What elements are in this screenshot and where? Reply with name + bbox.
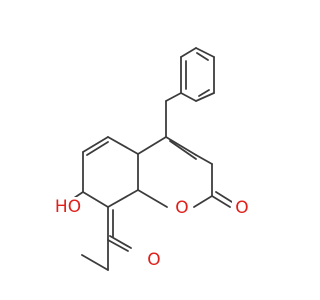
bond xyxy=(193,195,213,208)
bonds xyxy=(73,47,233,271)
acetyl-oxygen-label: O xyxy=(147,250,160,270)
bond xyxy=(107,189,139,208)
bond xyxy=(137,189,168,208)
bond xyxy=(82,191,109,208)
bond xyxy=(82,136,109,153)
atom-labels: HO O O O xyxy=(55,197,252,270)
hydroxyl-label: HO xyxy=(55,197,81,217)
structure-canvas: HO O O O xyxy=(54,47,252,271)
bond xyxy=(137,136,167,155)
bond xyxy=(180,92,197,102)
bond xyxy=(81,254,109,271)
ring-oxygen-label: O xyxy=(175,198,188,218)
molecule-diagram: HO O O O xyxy=(54,47,252,271)
bond xyxy=(196,52,209,61)
bond xyxy=(215,191,233,203)
bond xyxy=(195,154,213,165)
bond xyxy=(107,239,129,252)
lactone-carbonyl-oxygen-label: O xyxy=(235,198,248,218)
bond xyxy=(180,47,197,58)
bond xyxy=(86,141,109,156)
bond xyxy=(198,89,210,97)
bond xyxy=(211,195,231,208)
bond xyxy=(165,136,197,156)
bond xyxy=(165,92,182,102)
bond xyxy=(169,140,197,160)
bond xyxy=(109,235,132,249)
bond xyxy=(195,92,215,102)
bond xyxy=(107,136,139,155)
bond xyxy=(195,47,215,58)
